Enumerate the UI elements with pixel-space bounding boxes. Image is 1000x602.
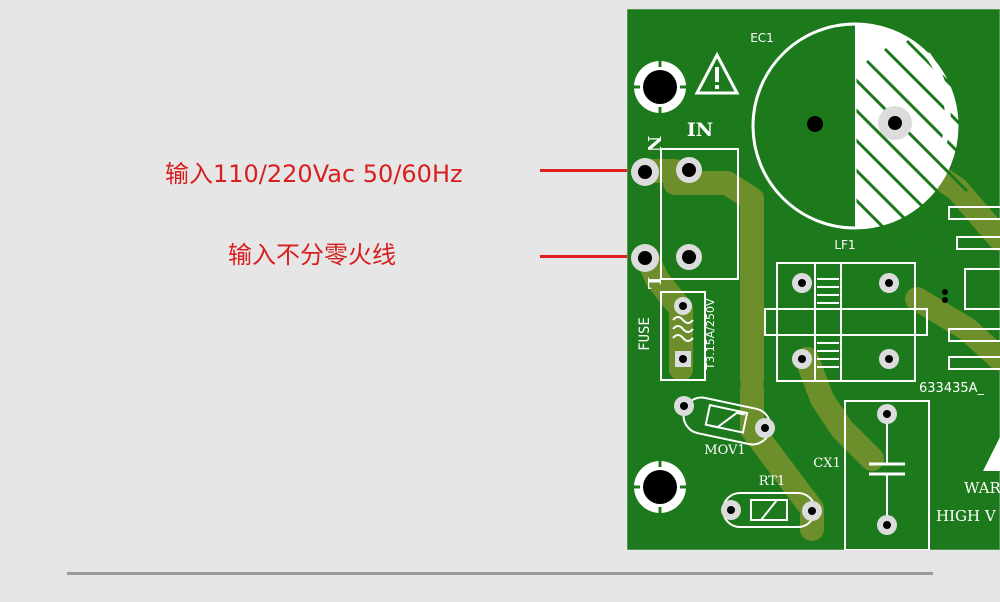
in-connector-outline bbox=[660, 148, 739, 280]
in-connector-pads bbox=[631, 157, 702, 272]
bottom-divider bbox=[67, 572, 933, 575]
warning-text: WAR bbox=[964, 479, 1000, 497]
cx1-label: CX1 bbox=[813, 456, 840, 471]
mounting-hole-bottom bbox=[632, 459, 688, 515]
ec1-label: EC1 bbox=[750, 31, 774, 45]
input-polarity-pointer-line bbox=[540, 255, 632, 258]
mounting-hole-top bbox=[632, 59, 688, 115]
input-voltage-callout: 输入110/220Vac 50/60Hz bbox=[165, 160, 463, 188]
high-voltage-warning-icon bbox=[983, 437, 1000, 471]
rt1-label: RT1 bbox=[759, 474, 786, 489]
lf1-pads bbox=[792, 273, 899, 369]
varistor-mov1 bbox=[674, 396, 775, 446]
electrolytic-capacitor-ec1 bbox=[751, 22, 969, 269]
in-connector-label: IN bbox=[687, 119, 713, 141]
warning-icon bbox=[694, 51, 740, 95]
high-voltage-text: HIGH V bbox=[936, 507, 997, 525]
thermistor-rt1 bbox=[721, 492, 822, 528]
fuse-rating-label: T3.15A/250V bbox=[704, 298, 717, 370]
pcb-board: N L IN FUSE T3.15A/250V EC1 bbox=[627, 9, 1000, 550]
input-polarity-callout: 输入不分零火线 bbox=[228, 241, 396, 269]
line-filter-lf1 bbox=[764, 262, 928, 382]
fuse-footprint bbox=[660, 291, 706, 381]
mov1-label: MOV1 bbox=[704, 443, 745, 458]
fuse-label: FUSE bbox=[637, 317, 653, 351]
lf1-label: LF1 bbox=[834, 238, 855, 252]
neutral-pin-label: N bbox=[643, 136, 664, 152]
x-capacitor-cx1 bbox=[844, 400, 930, 550]
transformer-footprint bbox=[948, 206, 1000, 370]
input-voltage-pointer-line bbox=[540, 169, 632, 172]
part-code-label: 633435A_ bbox=[919, 381, 985, 396]
line-pin-label: L bbox=[643, 277, 664, 290]
